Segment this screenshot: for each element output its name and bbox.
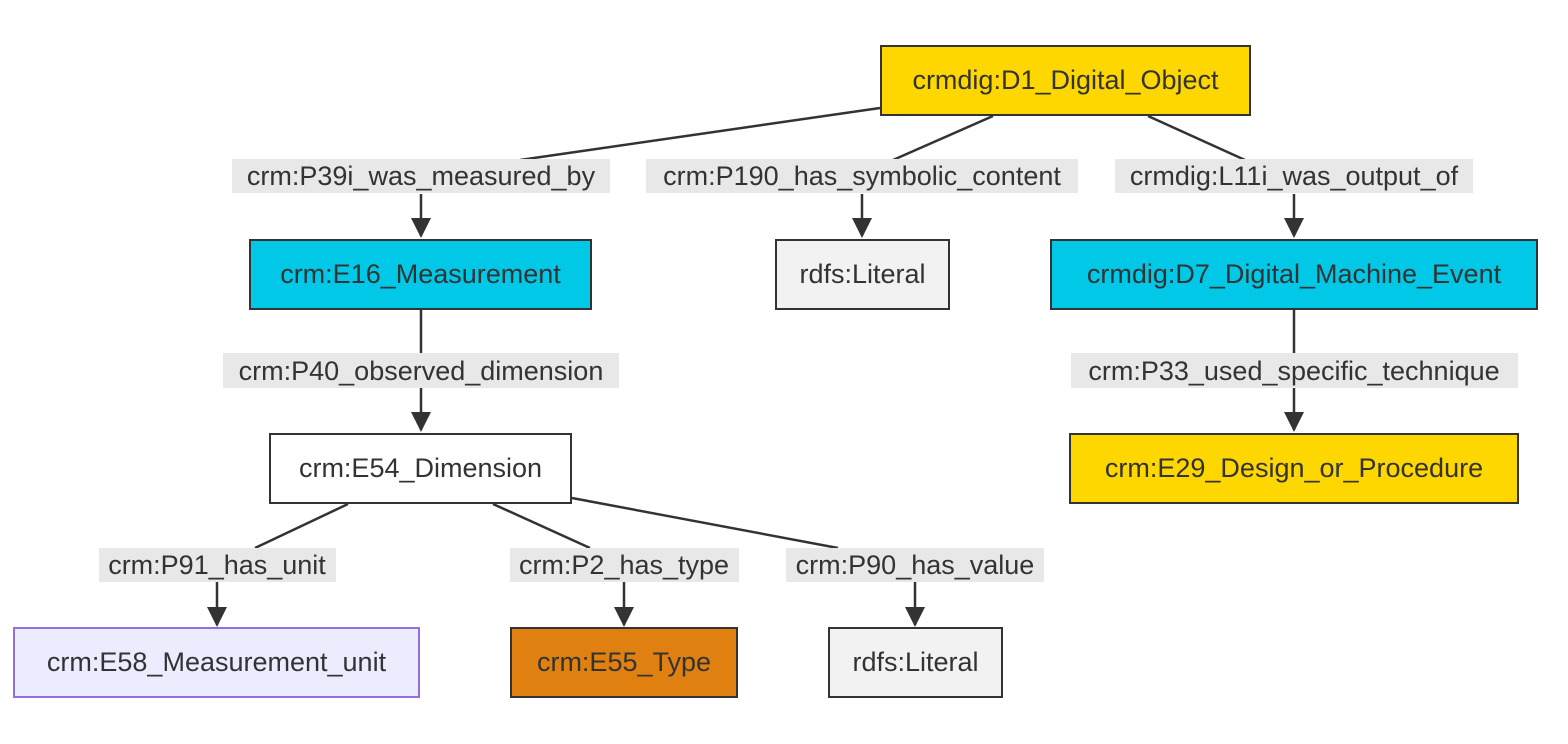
edge-p190: crm:P190_has_symbolic_content — [646, 114, 1078, 238]
edge-p90: crm:P90_has_value — [571, 496, 1044, 627]
edge-line — [1147, 114, 1246, 162]
edge-label: crm:P39i_was_measured_by — [247, 161, 596, 191]
node-e16-measurement: crm:E16_Measurement — [249, 239, 592, 310]
node-box — [828, 627, 1003, 698]
edge-p33: crm:P33_used_specific_technique — [1071, 310, 1518, 432]
node-box — [269, 433, 572, 504]
edge-p91: crm:P91_has_unit — [99, 502, 349, 627]
node-rdfs-literal-1: rdfs:Literal — [775, 239, 950, 310]
node-box — [510, 627, 738, 698]
node-box — [13, 627, 420, 698]
edge-label-background — [99, 548, 336, 582]
node-d1-digital-object: crmdig:D1_Digital_Object — [880, 45, 1251, 116]
edge-label: crm:P190_has_symbolic_content — [663, 161, 1061, 191]
node-label: crm:E54_Dimension — [299, 453, 542, 483]
edge-label: crm:P33_used_specific_technique — [1088, 356, 1499, 386]
node-box — [1050, 239, 1538, 310]
edge-line — [519, 106, 881, 162]
node-box — [1069, 433, 1519, 504]
node-d7-digital-machine-event: crmdig:D7_Digital_Machine_Event — [1050, 239, 1538, 310]
edge-line — [492, 502, 591, 550]
node-label: rdfs:Literal — [852, 647, 978, 677]
node-box — [880, 45, 1251, 116]
node-label: rdfs:Literal — [799, 259, 925, 289]
edge-label: crm:P91_has_unit — [108, 550, 326, 580]
edge-label-background — [786, 548, 1044, 582]
node-e55-type: crm:E55_Type — [510, 627, 738, 698]
edge-p39i: crm:P39i_was_measured_by — [232, 106, 881, 238]
edge-label: crm:P2_has_type — [519, 550, 729, 580]
edge-label-background — [510, 548, 739, 582]
edge-label-background — [232, 159, 610, 193]
node-box — [775, 239, 950, 310]
edge-label: crm:P90_has_value — [796, 550, 1035, 580]
node-label: crm:E29_Design_or_Procedure — [1105, 453, 1483, 483]
node-label: crm:E16_Measurement — [280, 259, 561, 289]
node-e54-dimension: crm:E54_Dimension — [269, 433, 572, 504]
edge-p40: crm:P40_observed_dimension — [223, 310, 619, 432]
node-e29-design-or-procedure: crm:E29_Design_or_Procedure — [1069, 433, 1519, 504]
edge-label-background — [1071, 353, 1518, 388]
node-label: crmdig:D7_Digital_Machine_Event — [1087, 259, 1502, 289]
edge-label-background — [223, 353, 619, 388]
edge-label: crm:P40_observed_dimension — [239, 356, 604, 386]
edge-line — [254, 502, 349, 550]
node-rdfs-literal-2: rdfs:Literal — [828, 627, 1003, 698]
node-label: crm:E58_Measurement_unit — [47, 647, 387, 677]
edge-line — [571, 496, 839, 550]
node-label: crm:E55_Type — [537, 647, 711, 677]
edge-label-background — [646, 159, 1078, 193]
node-e58-measurement-unit: crm:E58_Measurement_unit — [13, 627, 420, 698]
node-label: crmdig:D1_Digital_Object — [912, 65, 1219, 95]
node-box — [249, 239, 592, 310]
edge-label: crmdig:L11i_was_output_of — [1130, 161, 1459, 191]
edge-line — [892, 114, 994, 162]
edge-l11i: crmdig:L11i_was_output_of — [1115, 114, 1473, 238]
edge-label-background — [1115, 159, 1473, 193]
edge-p2: crm:P2_has_type — [492, 502, 739, 627]
